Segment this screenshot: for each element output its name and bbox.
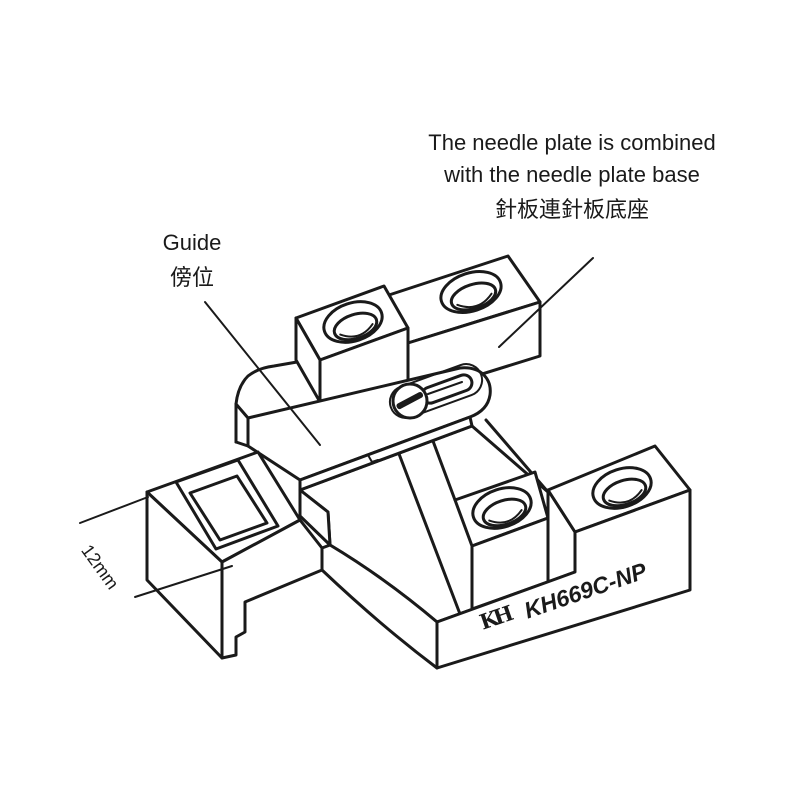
guide-plate-boss bbox=[388, 363, 484, 419]
left-front-block-window-inner bbox=[188, 474, 269, 542]
upper-left-block bbox=[294, 284, 410, 419]
hole-inner bbox=[481, 497, 528, 528]
hole-outer bbox=[322, 300, 384, 344]
hole-inner bbox=[332, 311, 379, 342]
hole-depth bbox=[608, 489, 643, 504]
annotation-guide-zh: 傍位 bbox=[170, 265, 214, 290]
annotation-plate-base-zh: 針板連針板底座 bbox=[495, 197, 649, 222]
center-slope-left-edge bbox=[394, 444, 462, 616]
leader-line-guide bbox=[204, 301, 321, 446]
hole-inner bbox=[601, 477, 648, 508]
guide-plate-front-face bbox=[298, 415, 474, 492]
hole-depth bbox=[339, 323, 374, 338]
leader-line-plate-base bbox=[498, 257, 594, 348]
hole-outer bbox=[471, 486, 533, 530]
screw-slot bbox=[396, 391, 424, 410]
body-left-face bbox=[320, 543, 439, 670]
front-right-block-hole bbox=[591, 466, 653, 510]
hole-inner bbox=[449, 281, 498, 312]
guide-plate-step bbox=[367, 454, 379, 464]
hole-depth bbox=[488, 509, 523, 524]
annotation-plate-base-line2: with the needle plate base bbox=[443, 162, 700, 187]
left-front-block-side-face bbox=[220, 518, 324, 660]
annotation-guide-en: Guide bbox=[163, 230, 222, 255]
hole-depth bbox=[456, 292, 493, 309]
upper-left-block-hole bbox=[322, 300, 384, 344]
left-front-block-window-outer bbox=[174, 458, 280, 551]
hole-outer bbox=[591, 466, 653, 510]
front-right-block: KH KH669C-NP bbox=[435, 444, 692, 670]
screw bbox=[391, 382, 429, 420]
middle-hole-block-hole bbox=[471, 486, 533, 530]
dimension-extension-bottom bbox=[134, 565, 233, 598]
guide-plate-slot-depth bbox=[427, 381, 463, 395]
annotation-plate-base-line1: The needle plate is combined bbox=[428, 130, 715, 155]
guide-plate bbox=[234, 360, 492, 547]
guide-plate-raised-lip bbox=[234, 360, 299, 444]
center-slope-right-edge bbox=[428, 431, 457, 502]
guide-plate-lip-top-edge bbox=[234, 402, 250, 420]
back-right-block-hole bbox=[439, 270, 503, 314]
guide-plate-lip-bottom-edge bbox=[234, 440, 250, 448]
left-front-block bbox=[145, 450, 324, 660]
dimension-extension-top bbox=[79, 496, 149, 524]
